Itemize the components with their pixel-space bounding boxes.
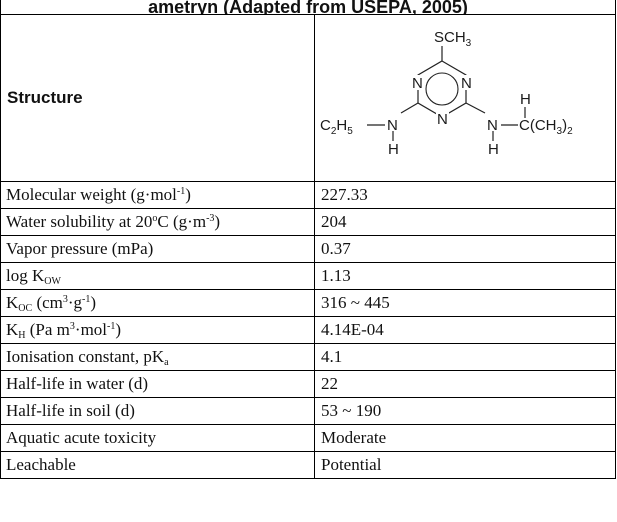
property-label: Molecular weight (g·mol-1): [0, 181, 315, 209]
property-label: Leachable: [0, 451, 315, 479]
property-label: KOC (cm3·g-1): [0, 289, 315, 317]
property-value: 22: [314, 370, 616, 398]
atom-h-left: H: [388, 141, 399, 158]
property-value: 1.13: [314, 262, 616, 290]
property-value: 204: [314, 208, 616, 236]
atom-n-left: N: [387, 117, 398, 134]
row-leachable: Leachable Potential: [0, 451, 616, 479]
property-label: Vapor pressure (mPa): [0, 235, 315, 263]
property-value: 4.14E-04: [314, 316, 616, 344]
property-label: Water solubility at 20oC (g·m-3): [0, 208, 315, 236]
row-water-solubility: Water solubility at 20oC (g·m-3) 204: [0, 208, 616, 236]
ametryn-structure-diagram: SCH3 N N N: [320, 29, 573, 158]
property-value: 4.1: [314, 343, 616, 371]
property-value: Potential: [314, 451, 616, 479]
property-value: Moderate: [314, 424, 616, 452]
property-table-container: ametryn (Adapted from USEPA, 2005) Struc…: [0, 0, 616, 479]
property-label: log KOW: [0, 262, 315, 290]
title-row: ametryn (Adapted from USEPA, 2005): [0, 0, 616, 15]
atom-c-ch3-2: C(CH3)2: [519, 117, 573, 137]
row-koc: KOC (cm3·g-1) 316 ~ 445: [0, 289, 616, 317]
row-log-kow: log KOW 1.13: [0, 262, 616, 290]
atom-h-right-top: H: [520, 91, 531, 108]
structure-row: Structure SCH3 N N N: [0, 14, 616, 182]
row-vapor-pressure: Vapor pressure (mPa) 0.37: [0, 235, 616, 263]
atom-n-top-right: N: [461, 75, 472, 92]
row-molecular-weight: Molecular weight (g·mol-1) 227.33: [0, 181, 616, 209]
triazine-ring: [417, 60, 467, 118]
property-label: Half-life in soil (d): [0, 397, 315, 425]
atom-h-right-bottom: H: [488, 141, 499, 158]
property-label: Ionisation constant, pKa: [0, 343, 315, 371]
atom-n-right: N: [487, 117, 498, 134]
atom-n-top-left: N: [412, 75, 423, 92]
row-half-life-soil: Half-life in soil (d) 53 ~ 190: [0, 397, 616, 425]
atom-c2h5: C2H5: [320, 117, 353, 137]
property-label: Half-life in water (d): [0, 370, 315, 398]
property-label: Aquatic acute toxicity: [0, 424, 315, 452]
structure-diagram-cell: SCH3 N N N: [314, 14, 616, 182]
row-kh: KH (Pa m3·mol-1) 4.14E-04: [0, 316, 616, 344]
property-value: 316 ~ 445: [314, 289, 616, 317]
aromatic-circle: [425, 72, 459, 106]
atom-sch3: SCH3: [434, 29, 472, 49]
property-value: 227.33: [314, 181, 616, 209]
property-value: 53 ~ 190: [314, 397, 616, 425]
property-value: 0.37: [314, 235, 616, 263]
structure-label: Structure: [0, 14, 315, 182]
table-title: ametryn (Adapted from USEPA, 2005): [0, 0, 616, 15]
bond-ring-n-left: [400, 102, 419, 114]
ametryn-properties-table: ametryn (Adapted from USEPA, 2005) Struc…: [0, 0, 616, 479]
atom-n-bottom: N: [437, 111, 448, 128]
row-aquatic-toxicity: Aquatic acute toxicity Moderate: [0, 424, 616, 452]
property-label: KH (Pa m3·mol-1): [0, 316, 315, 344]
bond-ring-n-right: [465, 102, 486, 114]
row-half-life-water: Half-life in water (d) 22: [0, 370, 616, 398]
row-ionisation-constant: Ionisation constant, pKa 4.1: [0, 343, 616, 371]
